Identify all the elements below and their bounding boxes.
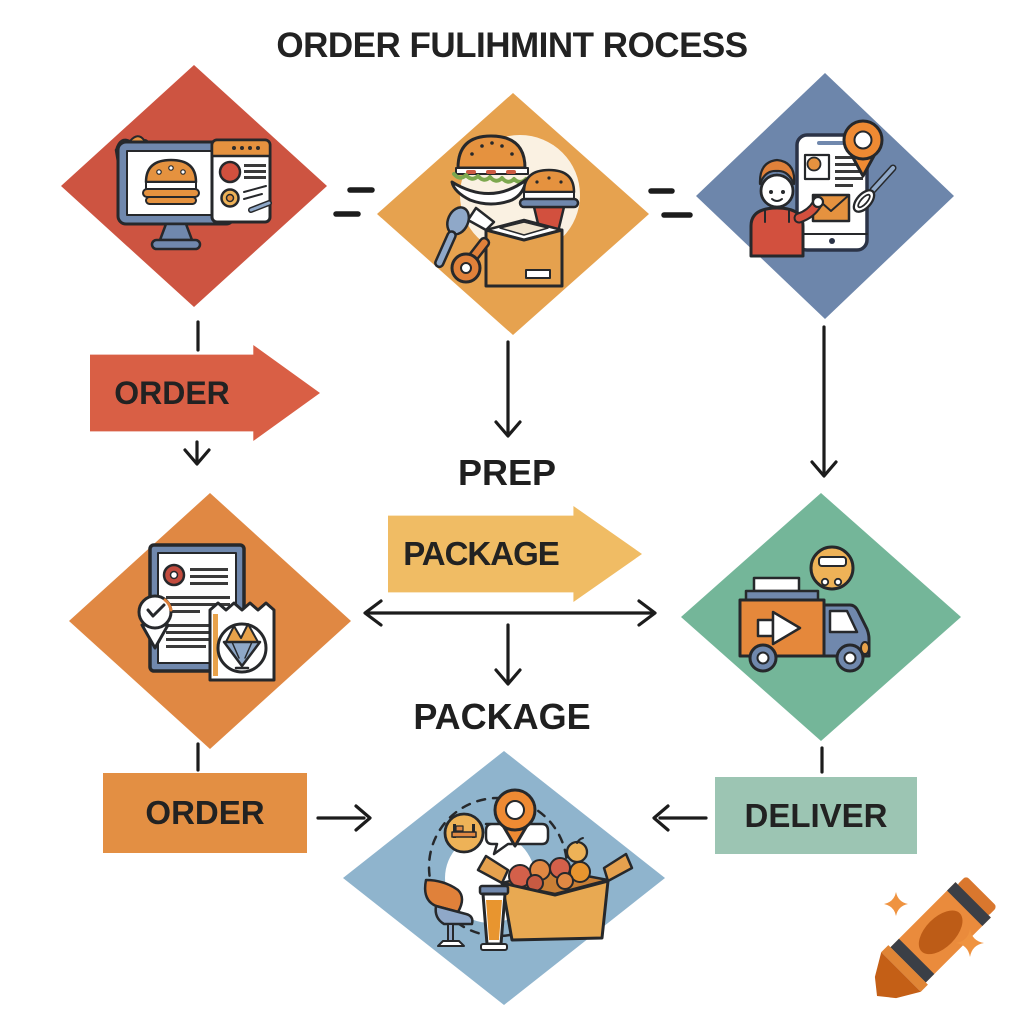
- order-details-stage-diamond: [69, 493, 351, 749]
- big-burger-icon: [450, 134, 529, 206]
- roof-box-icon: [752, 576, 801, 593]
- crayon-icon: [874, 877, 996, 999]
- browse-stage-diamond: [61, 65, 327, 307]
- delivered-stage-diamond: [343, 751, 665, 1005]
- receipt-bag-icon: [208, 601, 276, 682]
- stage-separator-dashes: [333, 187, 693, 218]
- truck-stage-diamond: [681, 493, 961, 741]
- fruit-box-icon: [476, 852, 634, 942]
- package-arrow-label: PACKAGE: [403, 535, 560, 572]
- person-icon: [749, 158, 825, 258]
- utensils-icon: [434, 206, 491, 284]
- prep-label: PREP: [457, 452, 557, 493]
- juice-glass-icon: [478, 884, 510, 951]
- arrow-deliver-box-to-delivered: [652, 804, 708, 832]
- location-pin-icon: [493, 788, 537, 848]
- arrow-order-to-details: [183, 440, 211, 466]
- arrow-order-box-to-delivered: [316, 804, 372, 832]
- arrow-prep-down: [494, 340, 522, 438]
- order-step-box: ORDER: [103, 773, 307, 853]
- check-pin-icon: [137, 594, 173, 650]
- chair-icon: [423, 878, 474, 947]
- menu-card-icon: [210, 138, 272, 224]
- arrow-notify-to-truck: [810, 325, 838, 478]
- page-title: ORDER FULIHMINT ROCESS: [276, 26, 748, 65]
- order-clipboard-receipt-icon: [137, 543, 276, 682]
- sparkle-icon: [956, 929, 984, 957]
- timer-badge-icon: [809, 545, 855, 591]
- furniture-badge-icon: [443, 812, 485, 854]
- notify-stage-diamond: [696, 73, 954, 319]
- food-box-delivered-icon: [423, 788, 634, 951]
- burger-on-screen-icon: [142, 158, 200, 205]
- computer-burger-menu-icon: [114, 135, 272, 251]
- arrow-package-down: [494, 623, 522, 686]
- deliver-box-label: DELIVER: [744, 796, 888, 834]
- whisk-icon: [852, 164, 897, 213]
- open-box-icon: [466, 206, 564, 288]
- package-label: PACKAGE: [413, 696, 591, 737]
- delivery-truck-icon: [738, 545, 871, 673]
- deliver-step-box: DELIVER: [715, 777, 917, 854]
- burgers-and-box-icon: [434, 134, 580, 288]
- order-box-label: ORDER: [145, 794, 265, 831]
- truck-cab: [822, 603, 871, 658]
- phone-order-notification-icon: [749, 119, 897, 258]
- order-arrow-label: ORDER: [114, 374, 230, 411]
- sparkle-icon: [884, 892, 908, 916]
- prep-stage-diamond: [377, 93, 649, 335]
- arrow-details-truck-double: [363, 599, 657, 627]
- cargo-arrow-icon: [756, 610, 802, 646]
- truck-wheels: [748, 643, 865, 673]
- crayon-decoration: [874, 877, 996, 999]
- location-pin-icon: [842, 119, 884, 178]
